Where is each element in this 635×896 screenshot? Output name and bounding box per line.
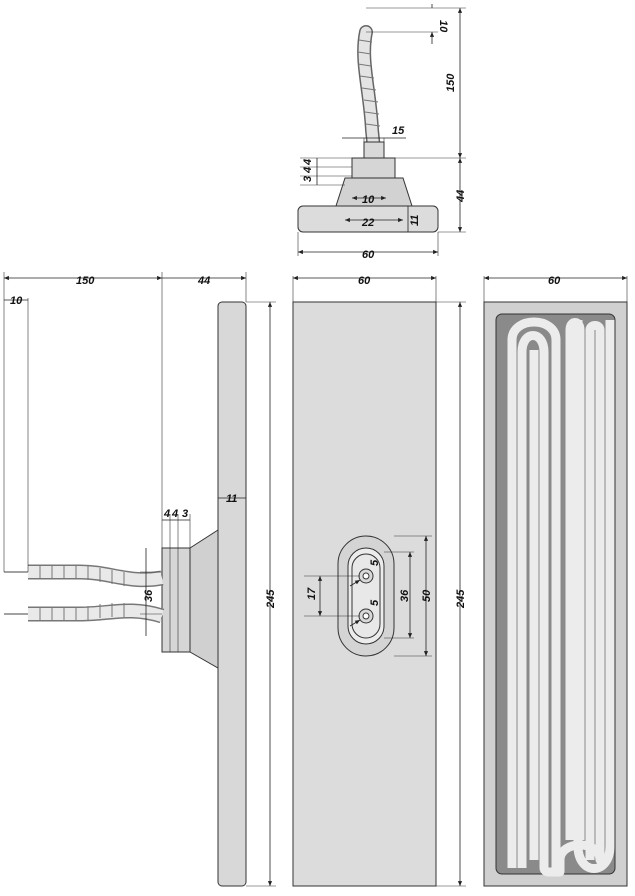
front-view: 5 5 60 17 36 50 245: [292, 275, 467, 887]
front-dim-width: 60: [358, 275, 371, 287]
front-dim-inner-height: 36: [399, 589, 411, 602]
side-view: 150 44 10 4 4 3 11 36 245: [3, 272, 277, 887]
side-dim-length: 245: [265, 589, 277, 609]
top-dim-base-width: 22: [361, 217, 374, 229]
side-dim-stack-1: 4: [163, 508, 170, 520]
top-dim-inner-width: 10: [362, 194, 375, 206]
top-dim-stack-3: 4: [302, 159, 314, 166]
top-dim-stack-2: 4: [302, 167, 314, 174]
side-base: [189, 529, 219, 669]
top-dim-neck: 15: [392, 125, 405, 137]
front-dim-pin-size-upper: 5: [369, 559, 381, 566]
side-dim-stack-2: 4: [171, 508, 178, 520]
side-wires: [4, 564, 165, 624]
top-dim-wire-offset: 10: [437, 20, 449, 33]
front-dim-length: 245: [455, 589, 467, 609]
side-plate: [217, 301, 247, 887]
top-dim-base-height: 44: [455, 190, 467, 203]
front-dim-pin-spacing: 17: [306, 587, 318, 600]
top-dim-plate-width: 60: [362, 249, 375, 261]
side-dim-wire-length: 150: [76, 275, 95, 287]
back-view: 60: [483, 275, 628, 887]
side-dim-wire-offset: 10: [10, 295, 23, 307]
top-dim-stack-1: 3: [302, 176, 314, 182]
top-neck: [363, 141, 385, 159]
front-dim-pin-size-lower: 5: [369, 599, 381, 606]
top-dim-plate-thickness: 11: [409, 215, 421, 226]
back-dim-width: 60: [548, 275, 561, 287]
side-dim-plate-thickness: 11: [226, 493, 237, 505]
top-view: 10 150 15 3 4 4 44 10 22 11 60: [297, 4, 467, 261]
side-dim-base-height: 44: [197, 275, 210, 287]
side-dim-stack-3: 3: [182, 508, 188, 520]
side-dim-wire-spacing: 36: [143, 589, 155, 602]
front-dim-outer-height: 50: [421, 589, 433, 602]
top-dim-wire-length: 150: [445, 73, 457, 92]
